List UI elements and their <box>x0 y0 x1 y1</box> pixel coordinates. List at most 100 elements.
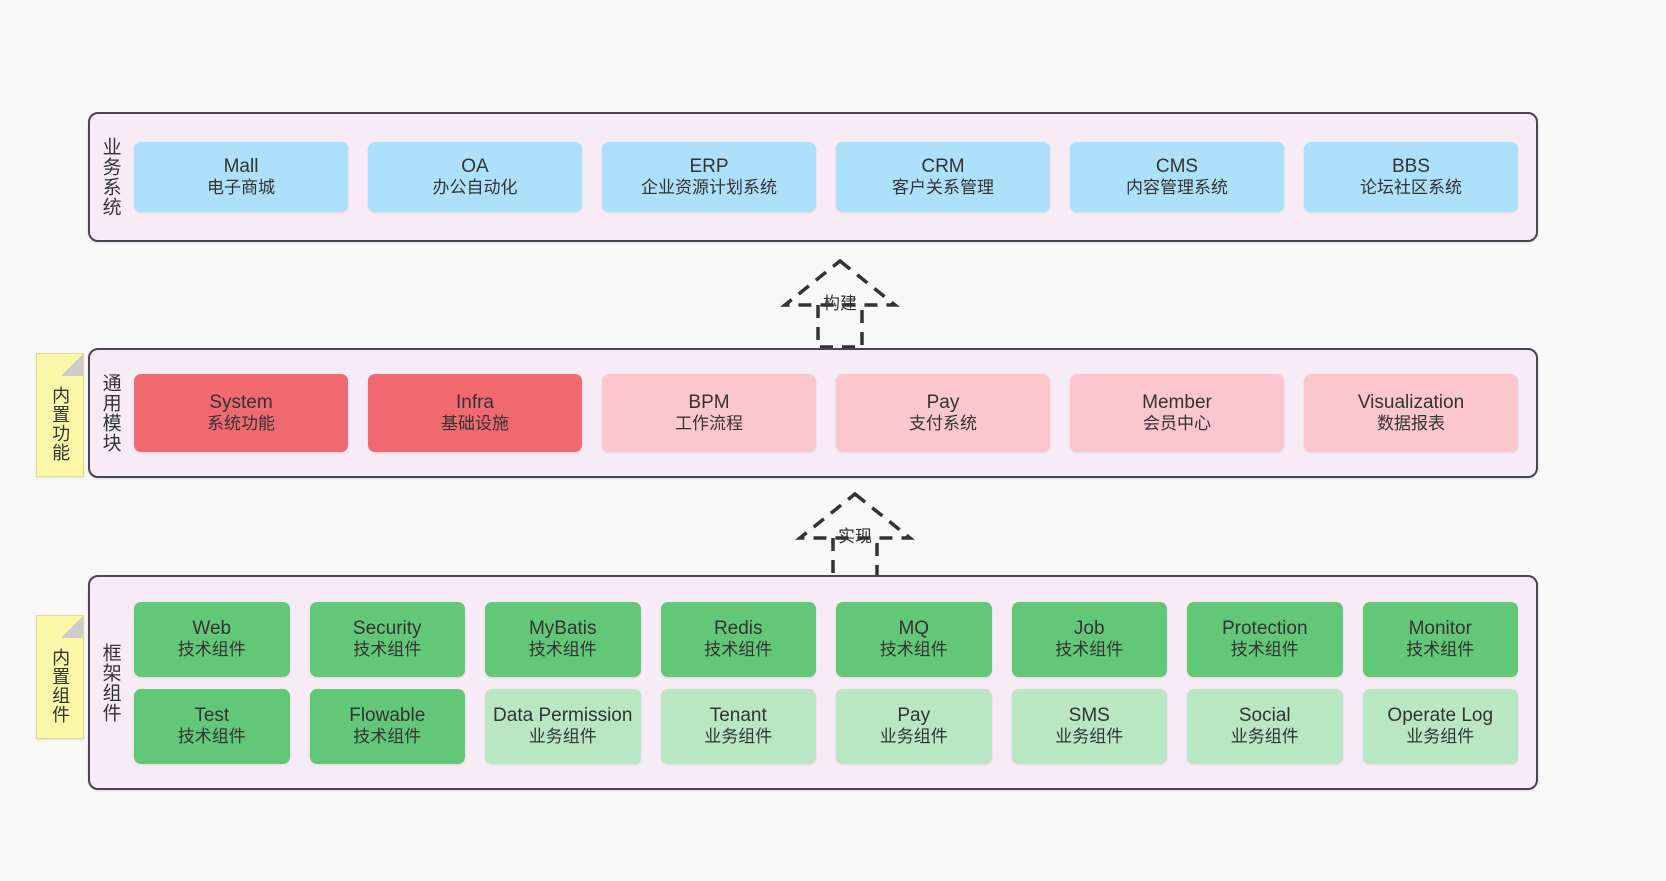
card-subtitle: 技术组件 <box>177 640 246 660</box>
card-security[interactable]: Security 技术组件 <box>309 601 465 677</box>
card-mybatis[interactable]: MyBatis 技术组件 <box>485 601 641 677</box>
card-subtitle: 业务组件 <box>1406 727 1475 747</box>
card-title: Visualization <box>1357 392 1465 414</box>
card-operate-log[interactable]: Operate Log 业务组件 <box>1362 688 1518 764</box>
card-title: SMS <box>1068 705 1110 727</box>
note-built-in-functions: 内置功能 <box>36 353 84 477</box>
layer-body-framework-components: Web 技术组件 Security 技术组件 MyBatis 技术组件 Redi… <box>130 577 1536 788</box>
card-row: System 系统功能 Infra 基础设施 BPM 工作流程 Pay 支付系统… <box>134 374 1518 452</box>
card-subtitle: 业务组件 <box>704 727 773 747</box>
note-label: 内置功能 <box>50 386 71 462</box>
card-title: ERP <box>689 156 729 178</box>
card-subtitle: 内容管理系统 <box>1126 178 1228 198</box>
card-subtitle: 电子商城 <box>207 178 275 198</box>
card-title: MyBatis <box>528 618 597 640</box>
card-title: Social <box>1238 705 1291 727</box>
card-title: System <box>209 392 273 414</box>
card-title: Pay <box>926 392 960 414</box>
card-mall[interactable]: Mall 电子商城 <box>134 142 348 212</box>
card-protection[interactable]: Protection 技术组件 <box>1187 601 1343 677</box>
card-pay-component[interactable]: Pay 业务组件 <box>836 688 992 764</box>
card-subtitle: 基础设施 <box>441 414 509 434</box>
card-subtitle: 业务组件 <box>1230 727 1299 747</box>
card-data-permission[interactable]: Data Permission 业务组件 <box>485 688 641 764</box>
card-title: BBS <box>1391 156 1431 178</box>
card-title: CMS <box>1155 156 1199 178</box>
card-erp[interactable]: ERP 企业资源计划系统 <box>602 142 816 212</box>
connector-label-build: 构建 <box>823 294 857 313</box>
card-subtitle: 业务组件 <box>1055 727 1124 747</box>
connector-implement: 实现 <box>765 488 945 583</box>
card-subtitle: 客户关系管理 <box>892 178 994 198</box>
card-title: Infra <box>455 392 495 414</box>
card-subtitle: 技术组件 <box>1055 640 1124 660</box>
card-social[interactable]: Social 业务组件 <box>1187 688 1343 764</box>
card-row: Mall 电子商城 OA 办公自动化 ERP 企业资源计划系统 CRM 客户关系… <box>134 142 1518 212</box>
card-subtitle: 支付系统 <box>909 414 977 434</box>
card-title: Tenant <box>709 705 767 727</box>
layer-business-system: 业务系统 Mall 电子商城 OA 办公自动化 ERP 企业资源计划系统 CRM… <box>88 112 1538 242</box>
card-mq[interactable]: MQ 技术组件 <box>836 601 992 677</box>
card-bbs[interactable]: BBS 论坛社区系统 <box>1304 142 1518 212</box>
card-subtitle: 技术组件 <box>1406 640 1475 660</box>
card-subtitle: 技术组件 <box>1230 640 1299 660</box>
card-title: Test <box>194 705 230 727</box>
card-visualization[interactable]: Visualization 数据报表 <box>1304 374 1518 452</box>
card-title: BPM <box>688 392 730 414</box>
card-title: Protection <box>1221 618 1308 640</box>
card-title: Security <box>352 618 422 640</box>
card-monitor[interactable]: Monitor 技术组件 <box>1362 601 1518 677</box>
note-built-in-components: 内置组件 <box>36 615 84 739</box>
note-label: 内置组件 <box>50 648 71 724</box>
card-title: Data Permission <box>493 705 633 727</box>
card-title: Monitor <box>1408 618 1472 640</box>
card-title: OA <box>461 156 489 178</box>
card-subtitle: 业务组件 <box>528 727 597 747</box>
card-bpm[interactable]: BPM 工作流程 <box>602 374 816 452</box>
layer-framework-components: 框架组件 Web 技术组件 Security 技术组件 MyBatis 技术组件… <box>88 575 1538 790</box>
card-system[interactable]: System 系统功能 <box>134 374 348 452</box>
card-row: Web 技术组件 Security 技术组件 MyBatis 技术组件 Redi… <box>134 601 1518 677</box>
card-subtitle: 技术组件 <box>353 640 422 660</box>
card-subtitle: 技术组件 <box>177 727 246 747</box>
connector-build: 构建 <box>750 255 930 350</box>
card-cms[interactable]: CMS 内容管理系统 <box>1070 142 1284 212</box>
card-member[interactable]: Member 会员中心 <box>1070 374 1284 452</box>
card-subtitle: 论坛社区系统 <box>1360 178 1462 198</box>
card-subtitle: 技术组件 <box>879 640 948 660</box>
card-subtitle: 企业资源计划系统 <box>641 178 777 198</box>
card-title: CRM <box>921 156 965 178</box>
card-tenant[interactable]: Tenant 业务组件 <box>660 688 816 764</box>
card-sms[interactable]: SMS 业务组件 <box>1011 688 1167 764</box>
card-test[interactable]: Test 技术组件 <box>134 688 290 764</box>
card-title: Member <box>1142 392 1212 414</box>
card-infra[interactable]: Infra 基础设施 <box>368 374 582 452</box>
card-subtitle: 技术组件 <box>704 640 773 660</box>
card-crm[interactable]: CRM 客户关系管理 <box>836 142 1050 212</box>
card-subtitle: 系统功能 <box>207 414 275 434</box>
card-job[interactable]: Job 技术组件 <box>1011 601 1167 677</box>
card-title: Mall <box>223 156 259 178</box>
card-title: Job <box>1073 618 1105 640</box>
layer-common-modules: 通用模块 System 系统功能 Infra 基础设施 BPM 工作流程 Pay… <box>88 348 1538 478</box>
card-subtitle: 数据报表 <box>1377 414 1445 434</box>
card-subtitle: 业务组件 <box>879 727 948 747</box>
card-row: Test 技术组件 Flowable 技术组件 Data Permission … <box>134 688 1518 764</box>
card-subtitle: 技术组件 <box>353 727 422 747</box>
layer-label-business-system: 业务系统 <box>99 137 121 217</box>
card-subtitle: 工作流程 <box>675 414 743 434</box>
card-oa[interactable]: OA 办公自动化 <box>368 142 582 212</box>
card-title: Pay <box>897 705 931 727</box>
card-pay-module[interactable]: Pay 支付系统 <box>836 374 1050 452</box>
card-flowable[interactable]: Flowable 技术组件 <box>309 688 465 764</box>
layer-body-common-modules: System 系统功能 Infra 基础设施 BPM 工作流程 Pay 支付系统… <box>130 350 1536 476</box>
card-subtitle: 会员中心 <box>1143 414 1211 434</box>
card-web[interactable]: Web 技术组件 <box>134 601 290 677</box>
card-subtitle: 办公自动化 <box>432 178 518 198</box>
card-title: Web <box>192 618 232 640</box>
card-redis[interactable]: Redis 技术组件 <box>660 601 816 677</box>
layer-label-framework-components: 框架组件 <box>99 642 121 723</box>
card-title: Redis <box>713 618 763 640</box>
card-subtitle: 技术组件 <box>528 640 597 660</box>
